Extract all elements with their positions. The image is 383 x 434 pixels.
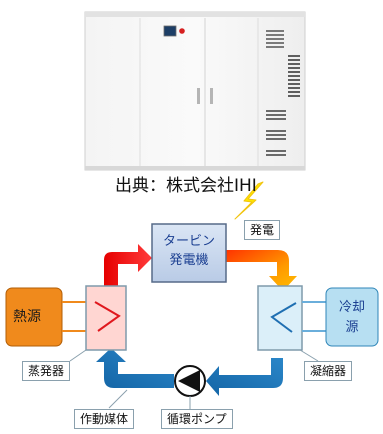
turbine-generator-box [151, 223, 227, 283]
control-panel-screen [163, 25, 177, 37]
evaporator-tag-leader [69, 349, 87, 362]
heat-source-box [5, 287, 63, 347]
turbine-generator-label-line1: タービン [162, 234, 215, 249]
circulation-pump-arrowhead [178, 370, 200, 392]
condenser-coil [270, 302, 297, 333]
working-fluid-tag: 作動媒体 [74, 409, 135, 429]
heat-source-label: 熱源 [13, 309, 41, 325]
vent-grille-side [288, 55, 300, 97]
circulation-pump-tag: 循環ポンプ [161, 409, 233, 429]
door-handle-left [197, 88, 200, 104]
cooling-source-label-line1: 冷却 [338, 300, 365, 315]
evaporator-box [85, 285, 127, 351]
cooling-source-box [325, 287, 379, 347]
door-handle-right [210, 88, 213, 104]
condenser-tag-leader [299, 349, 319, 362]
lightning-bolt-icon [234, 181, 264, 220]
vent-grille-lower-2 [266, 130, 286, 140]
cooling-source-label-line2: 源 [345, 319, 359, 335]
pump-to-evaporator-arrow [96, 348, 174, 388]
vent-grille-lower-1 [266, 110, 286, 120]
vent-grille-lower-3 [266, 150, 286, 156]
condenser-tag: 凝縮器 [304, 361, 353, 381]
cooling-source-label: 冷却 源 [326, 300, 378, 335]
turbine-generator-label-line2: 発電機 [169, 252, 209, 268]
turbine-to-condenser-arrow [226, 250, 297, 291]
turbine-generator-label: タービン 発電機 [152, 234, 226, 268]
emergency-stop-button [179, 28, 185, 34]
condenser-box [257, 285, 303, 351]
power-output-tag: 発電 [244, 220, 281, 240]
vent-grille-upper [266, 30, 284, 48]
vapor-to-turbine-arrow [104, 244, 152, 287]
evaporator-tag: 蒸発器 [22, 361, 71, 381]
working-fluid-tag-leader [108, 389, 128, 409]
cabinet-top-edge [85, 12, 305, 17]
evaporator-coil [94, 301, 121, 332]
condenser-to-pump-arrow [206, 358, 283, 396]
orc-generator-photo [84, 11, 306, 171]
source-caption: 出典：株式会社IHI [115, 176, 257, 196]
cabinet-base [85, 166, 305, 170]
